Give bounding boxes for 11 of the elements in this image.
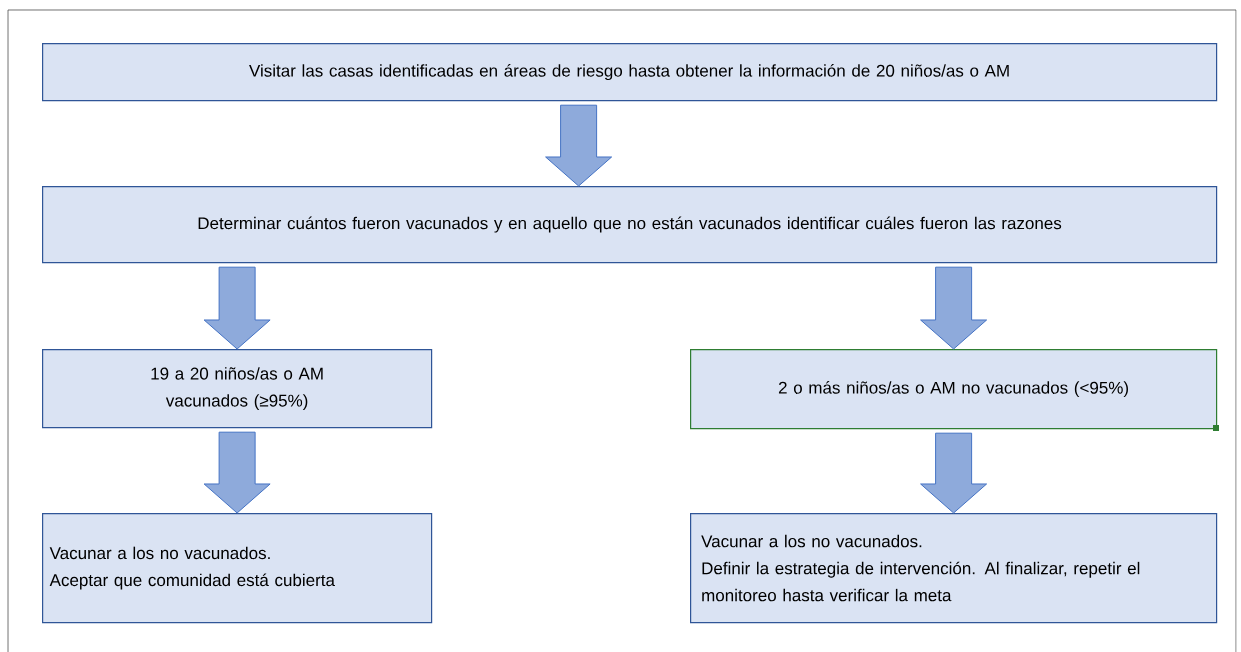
block-arrow [203, 431, 271, 514]
process-box: Vacunar a los no vacunados. Aceptar que comunidad está cubierta [42, 513, 433, 624]
process-box: 2 o más niños/as o AM no vacunados (<95%) [690, 349, 1219, 431]
block-arrow [545, 104, 613, 187]
process-box: Visitar las casas identificadas en áreas de riesgo hasta obtener la información de 20 niños/as o AM [42, 43, 1218, 102]
process-box: Vacunar a los no vacunados. Definir la estrategia de intervención. Al finalizar, repetir el monitoreo hasta verificar la meta [690, 513, 1218, 624]
block-arrow [920, 432, 988, 514]
block-arrow [920, 266, 988, 350]
process-box: Determinar cuántos fueron vacunados y en aquello que no están vacunados identificar cuáles fueron las razones [42, 186, 1218, 264]
block-arrow [203, 266, 271, 350]
process-box: 19 a 20 niños/as o AM vacunados (≥95%) [42, 349, 433, 429]
